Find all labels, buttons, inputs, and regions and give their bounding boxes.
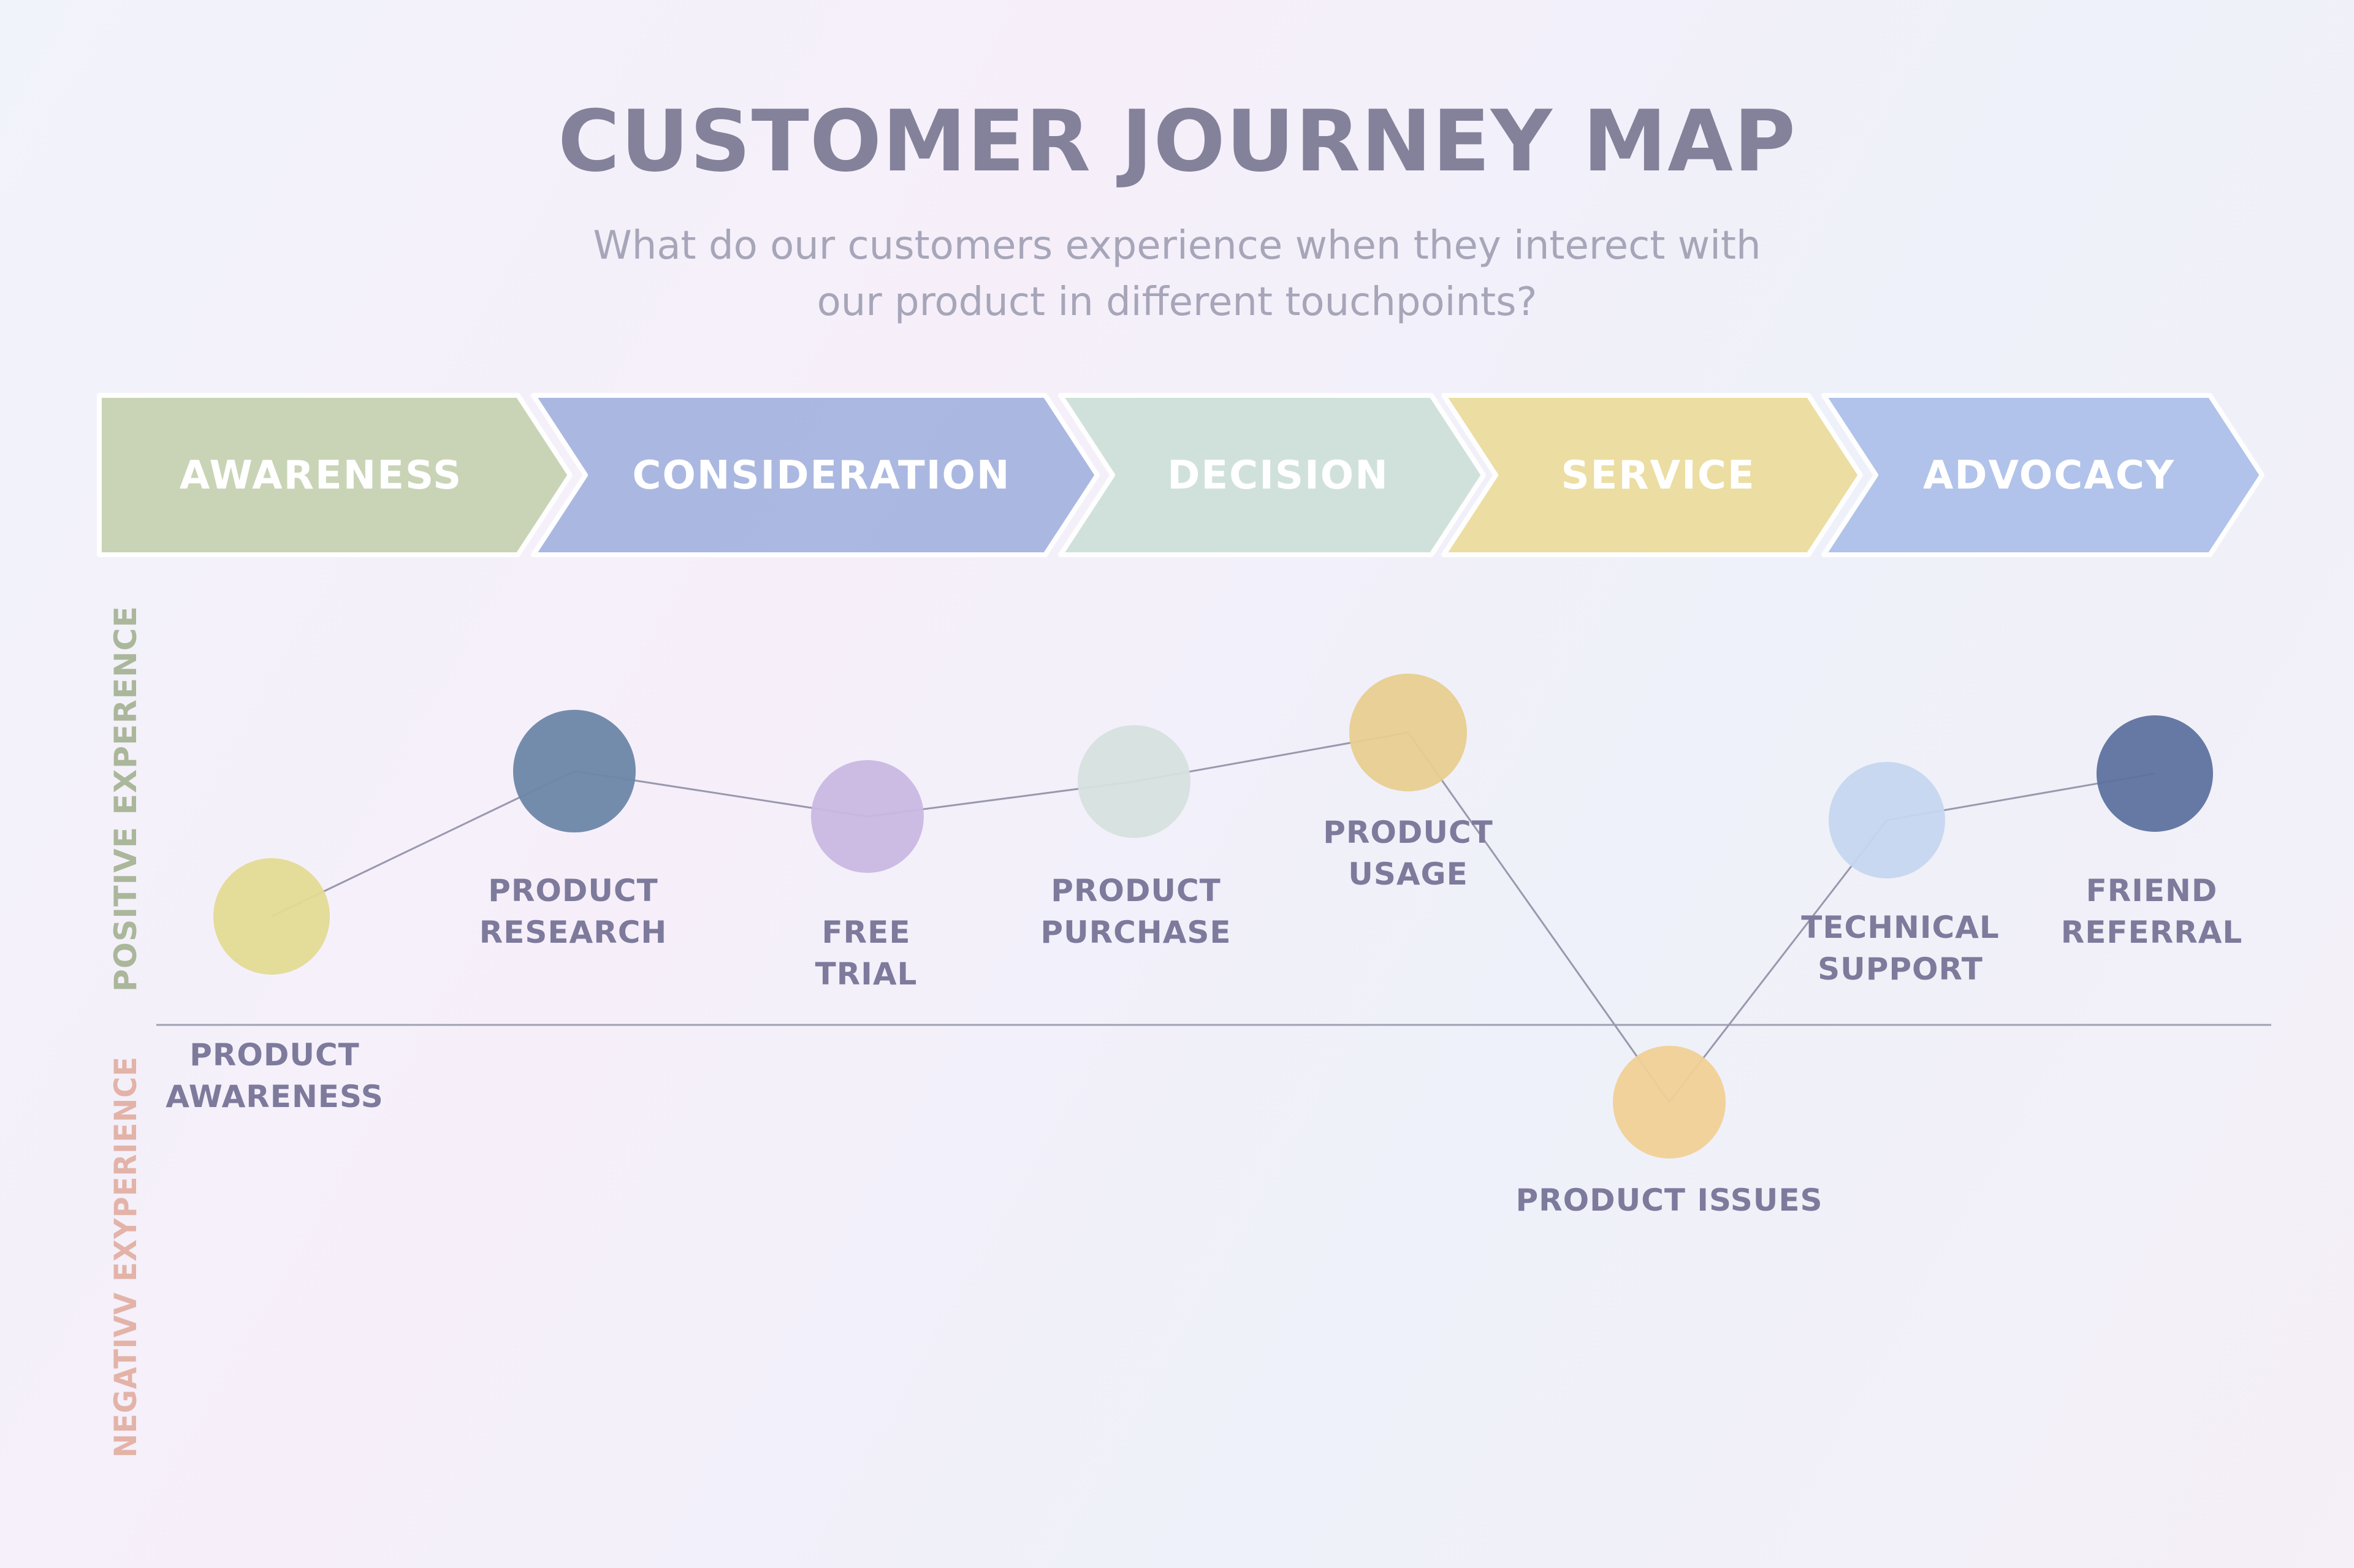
- stage-consideration: CONSIDERATION: [531, 393, 1100, 557]
- touchpoint-product-usage: PRODUCT USAGE: [1323, 674, 1493, 892]
- subtitle-line-1: What do our customers experience when th…: [593, 223, 1761, 268]
- touchpoint-friend-referral: FRIEND REFERRAL: [2061, 715, 2243, 950]
- touchpoint-nodes: PRODUCT AWARENESS PRODUCT RESEARCH FREE TRIAL…: [166, 674, 2242, 1218]
- subtitle-line-2: our product in different touchpoints?: [817, 280, 1537, 325]
- touchpoint-label-line: FREE: [822, 915, 911, 950]
- touchpoint-label-line: TRIAL: [815, 956, 918, 992]
- touchpoint-label-line: PRODUCT: [1323, 815, 1493, 850]
- touchpoint-label-line: REFERRAL: [2061, 915, 2243, 950]
- touchpoint-label-line: PRODUCT ISSUES: [1515, 1182, 1823, 1218]
- stage-label: ADVOCACY: [1923, 453, 2175, 498]
- touchpoint-label-line: PRODUCT: [1051, 873, 1221, 908]
- touchpoint-free-trial: FREE TRIAL: [811, 760, 924, 992]
- stage-arrows: AWARENESS CONSIDERATION DECISION SERVICE ADV…: [97, 393, 2264, 557]
- stage-arrow-shape: [531, 393, 1100, 557]
- touchpoint-label-line: AWARENESS: [166, 1079, 383, 1114]
- stage-service: SERVICE: [1441, 393, 1863, 557]
- stage-label: CONSIDERATION: [633, 453, 1011, 498]
- stage-arrow-shape: [97, 393, 573, 557]
- touchpoint-circle: [1349, 674, 1467, 791]
- positive-experience-label: POSITIVE EXPERENCE: [108, 606, 143, 992]
- touchpoint-product-purchase: PRODUCT PURCHASE: [1040, 725, 1231, 950]
- touchpoint-circle: [1078, 725, 1190, 838]
- touchpoint-circle: [1613, 1046, 1726, 1159]
- touchpoint-label-line: USAGE: [1348, 856, 1468, 892]
- touchpoint-circle: [1829, 762, 1945, 878]
- touchpoint-technical-support: TECHNICAL SUPPORT: [1801, 762, 2000, 987]
- touchpoint-circle: [213, 858, 330, 975]
- page-subtitle: What do our customers experience when th…: [0, 218, 2354, 330]
- touchpoint-label-line: PRODUCT: [189, 1037, 360, 1073]
- stage-arrow-shape: [1058, 393, 1486, 557]
- connector-segment: [1668, 820, 1888, 1103]
- experience-axes: POSITIVE EXPERENCE NEGATIVV EXYPERIENCE: [108, 606, 2271, 1458]
- touchpoint-circle: [513, 710, 636, 832]
- touchpoint-label-line: PURCHASE: [1040, 915, 1231, 950]
- stage-arrow-shape: [1821, 393, 2264, 557]
- stage-arrow-shape: [1441, 393, 1863, 557]
- stage-label: AWARENESS: [180, 453, 463, 498]
- touchpoint-label-line: SUPPORT: [1818, 951, 1983, 987]
- touchpoint-product-awareness: PRODUCT AWARENESS: [166, 858, 383, 1114]
- touchpoint-product-research: PRODUCT RESEARCH: [479, 710, 668, 950]
- touchpoint-label-line: FRIEND: [2086, 873, 2218, 908]
- stage-awareness: AWARENESS: [97, 393, 573, 557]
- touchpoint-label-line: TECHNICAL: [1801, 910, 2000, 945]
- touchpoint-circle: [2097, 715, 2213, 832]
- touchpoint-label-line: PRODUCT: [488, 873, 658, 908]
- stage-label: DECISION: [1167, 453, 1389, 498]
- stage-advocacy: ADVOCACY: [1821, 393, 2264, 557]
- stage-label: SERVICE: [1561, 453, 1755, 498]
- touchpoint-label-line: RESEARCH: [479, 915, 668, 950]
- negative-experience-label: NEGATIVV EXYPERIENCE: [108, 1056, 143, 1458]
- stage-decision: DECISION: [1058, 393, 1486, 557]
- touchpoint-product-issues: PRODUCT ISSUES: [1515, 1046, 1823, 1218]
- page-title: CUSTOMER JOURNEY MAP: [557, 92, 1797, 191]
- touchpoint-circle: [811, 760, 924, 873]
- connector-segment: [1407, 732, 1670, 1103]
